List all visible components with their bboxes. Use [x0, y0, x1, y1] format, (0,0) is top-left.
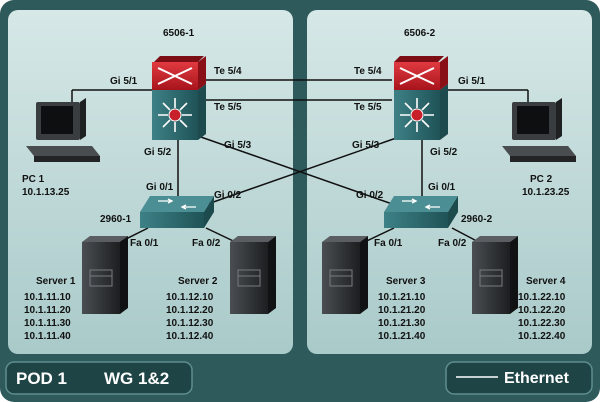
left-panel [8, 10, 293, 354]
legend-box [445, 361, 593, 395]
port-label: Gi 5/2 [144, 147, 172, 158]
port-label: Gi 5/1 [458, 76, 486, 87]
router-6506-2 [394, 56, 448, 140]
port-label: Gi 0/1 [428, 182, 456, 193]
server-2-ip: 10.1.12.10 [166, 292, 214, 303]
port-label: Fa 0/1 [130, 238, 159, 249]
server-3-ip: 10.1.21.40 [378, 331, 426, 342]
link-r1-sw2 [197, 135, 419, 214]
pc-1-ip: 10.1.13.25 [22, 187, 70, 198]
server-4-ip: 10.1.22.10 [518, 292, 566, 303]
pod-bar [5, 361, 193, 395]
server-1-icon [82, 236, 128, 314]
server-2-name: Server 2 [178, 276, 218, 287]
server-2-ip: 10.1.12.40 [166, 331, 214, 342]
server-3-icon [322, 236, 368, 314]
server-2-ip: 10.1.12.20 [166, 305, 214, 316]
switch-2960-1 [140, 196, 214, 228]
server-3-ip: 10.1.21.20 [378, 305, 426, 316]
server-3-ip: 10.1.21.30 [378, 318, 426, 329]
port-label: Gi 0/2 [214, 190, 242, 201]
server-1-ip: 10.1.11.40 [24, 331, 71, 342]
server-4-ip: 10.1.22.30 [518, 318, 566, 329]
port-label: Gi 5/2 [430, 147, 458, 158]
server-4-ip: 10.1.22.20 [518, 305, 566, 316]
server-3-ip: 10.1.21.10 [378, 292, 426, 303]
pod-label: POD 1 [16, 369, 67, 388]
port-label: Gi 0/1 [146, 182, 174, 193]
switch-2-label: 2960-2 [461, 214, 493, 225]
router-6506-1 [152, 56, 206, 140]
legend-ethernet-label: Ethernet [504, 370, 570, 387]
pc-2-icon [502, 98, 576, 162]
wg-label: WG 1&2 [104, 369, 169, 388]
links [71, 79, 529, 249]
pc-1-icon [26, 98, 100, 162]
link-r2-sw1 [181, 135, 403, 214]
pc-2-name: PC 2 [530, 174, 553, 185]
server-3-name: Server 3 [386, 276, 426, 287]
port-label: Te 5/4 [214, 66, 242, 77]
server-4-ip: 10.1.22.40 [518, 331, 566, 342]
router-2-label: 6506-2 [404, 28, 436, 39]
router-1-label: 6506-1 [163, 28, 195, 39]
port-label: Gi 5/3 [352, 140, 380, 151]
port-label: Fa 0/2 [438, 238, 467, 249]
server-1-ip: 10.1.11.30 [24, 318, 71, 329]
server-1-ip: 10.1.11.20 [24, 305, 71, 316]
port-label: Gi 5/3 [224, 140, 252, 151]
server-1-ip: 10.1.11.10 [24, 292, 71, 303]
port-label: Te 5/4 [354, 66, 382, 77]
server-2-ip: 10.1.12.30 [166, 318, 214, 329]
port-label: Fa 0/1 [374, 238, 403, 249]
server-4-icon [472, 236, 518, 314]
server-1-name: Server 1 [36, 276, 76, 287]
port-label: Gi 0/2 [356, 190, 384, 201]
pc-1-name: PC 1 [22, 174, 45, 185]
server-2-icon [230, 236, 276, 314]
switch-1-label: 2960-1 [100, 214, 132, 225]
port-label: Fa 0/2 [192, 238, 221, 249]
switch-2960-2 [384, 196, 458, 228]
port-label: Gi 5/1 [110, 76, 138, 87]
port-label: Te 5/5 [354, 102, 382, 113]
right-panel [307, 10, 592, 354]
server-4-name: Server 4 [526, 276, 566, 287]
pc-2-ip: 10.1.23.25 [522, 187, 570, 198]
port-label: Te 5/5 [214, 102, 242, 113]
